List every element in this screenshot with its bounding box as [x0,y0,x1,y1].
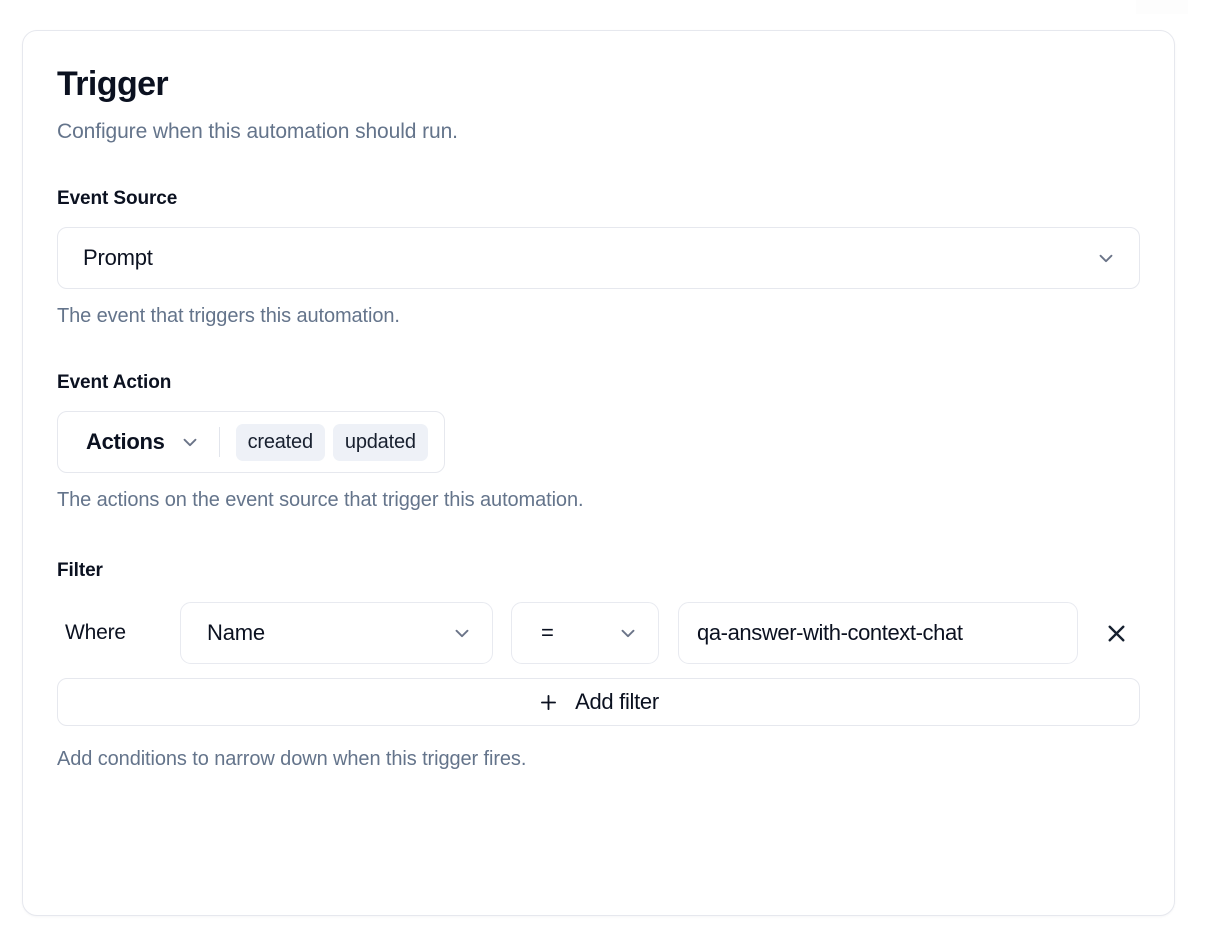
event-action-chip-created[interactable]: created [235,423,325,461]
event-source-value: Prompt [83,245,153,271]
event-source-select[interactable]: Prompt [57,227,1140,290]
filter-operator-select[interactable]: = [511,602,659,665]
event-source-field: Event Source Prompt The event that trigg… [57,188,1140,328]
filter-value-input[interactable]: qa-answer-with-context-chat [678,602,1078,665]
page-subtitle: Configure when this automation should ru… [57,120,458,144]
top-edge-artifact [1136,0,1188,14]
chevron-down-icon [1099,255,1113,263]
chevron-down-icon [183,439,196,447]
event-source-label: Event Source [57,188,178,210]
event-action-dropdown-trigger[interactable]: Actions [86,429,219,455]
event-action-label: Event Action [57,372,172,394]
page-title: Trigger [57,65,169,103]
filter-row: Where Name = qa-answer-with-context-chat [57,602,1140,665]
event-source-help: The event that triggers this automation. [57,305,400,328]
event-action-chip-list: created updated [235,423,428,461]
event-action-chip-updated[interactable]: updated [332,423,428,461]
trigger-card: Trigger Configure when this automation s… [22,30,1175,916]
filter-label: Filter [57,560,103,582]
filter-operator-value: = [541,620,554,646]
add-filter-label: Add filter [575,689,659,715]
filter-field-value: Name [207,620,265,646]
filter-field: Filter Where Name = qa-answer-with-conte… [57,560,1140,771]
vertical-divider [218,427,220,458]
event-action-multiselect: Actions created updated [57,411,445,474]
add-filter-button[interactable]: Add filter [57,678,1140,727]
filter-where-label: Where [65,621,126,645]
plus-icon [541,694,557,710]
event-action-dropdown-label: Actions [86,429,165,455]
remove-filter-button[interactable] [1094,611,1138,655]
chevron-down-icon [621,630,635,638]
filter-help: Add conditions to narrow down when this … [57,748,527,771]
chevron-down-icon [455,630,469,638]
event-action-field: Event Action Actions created updated The… [57,372,1140,512]
event-action-help: The actions on the event source that tri… [57,489,584,512]
filter-field-select[interactable]: Name [180,602,493,665]
close-icon [1108,625,1124,642]
